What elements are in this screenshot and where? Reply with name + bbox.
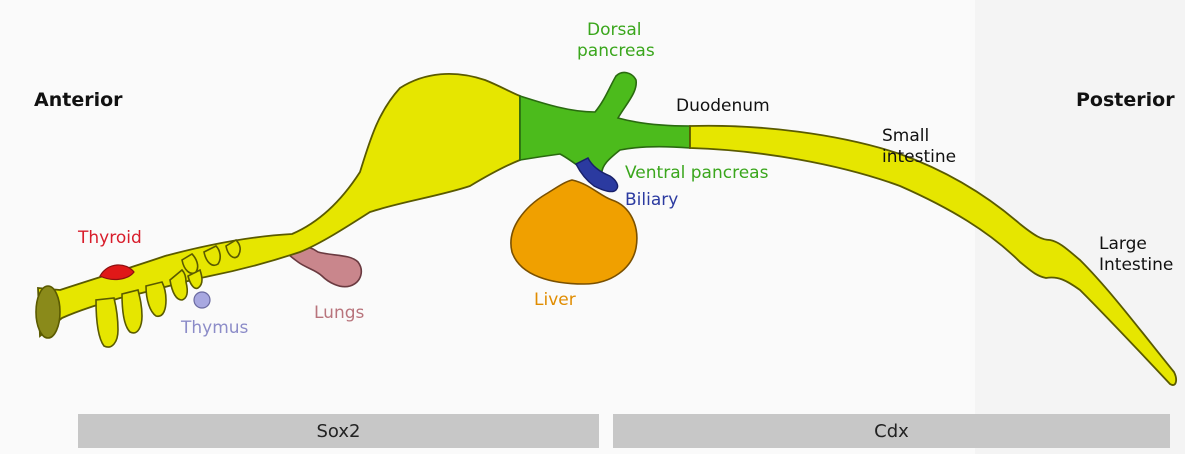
thymus-shape xyxy=(194,292,210,308)
sox2-expression-bar: Sox2 xyxy=(78,414,599,448)
cdx-expression-bar: Cdx xyxy=(613,414,1170,448)
gut-tube-shape xyxy=(38,74,520,336)
biliary-label: Biliary xyxy=(625,190,678,210)
dorsal-pancreas-label-line1: Dorsal xyxy=(587,20,641,41)
lungs-label: Lungs xyxy=(314,303,364,323)
liver-shape xyxy=(511,180,637,284)
large-intestine-label-line1: Large xyxy=(1099,234,1147,255)
small-intestine-label-line2: intestine xyxy=(882,147,956,168)
large-intestine-label-line2: Intestine xyxy=(1099,255,1173,276)
anterior-label: Anterior xyxy=(34,90,123,110)
dorsal-pancreas-label-line2: pancreas xyxy=(577,41,655,62)
posterior-label: Posterior xyxy=(1076,90,1175,110)
thyroid-label: Thyroid xyxy=(78,228,142,248)
mouth-opening xyxy=(36,286,60,338)
thymus-label: Thymus xyxy=(181,318,248,338)
sox2-bar-label: Sox2 xyxy=(317,421,361,442)
cdx-bar-label: Cdx xyxy=(874,421,909,442)
ventral-pancreas-label: Ventral pancreas xyxy=(625,163,768,183)
liver-label: Liver xyxy=(534,290,576,310)
duodenum-label: Duodenum xyxy=(676,96,770,116)
small-intestine-label-line1: Small xyxy=(882,126,929,147)
